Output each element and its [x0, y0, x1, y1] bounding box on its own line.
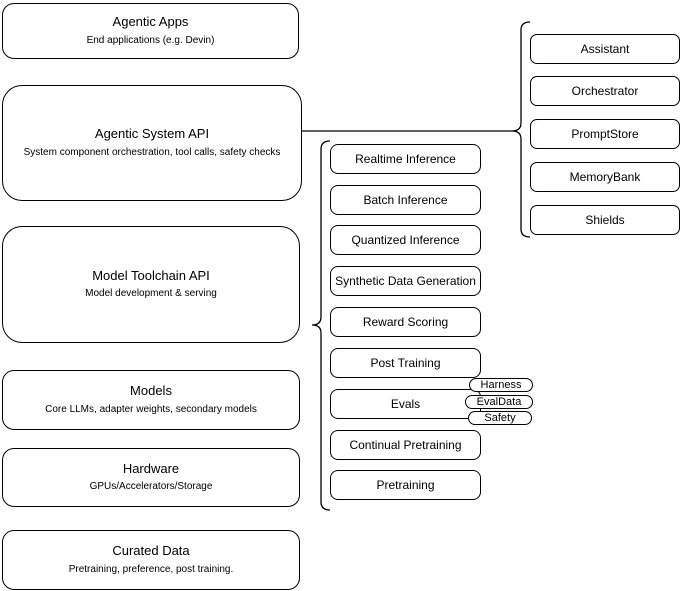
node-subtitle: System component orchestration, tool cal… [23, 146, 281, 158]
node-evals: Evals [330, 389, 481, 419]
node-subtitle: Model development & serving [85, 288, 217, 300]
node-assistant: Assistant [530, 34, 680, 64]
node-models: Models Core LLMs, adapter weights, secon… [2, 370, 300, 430]
node-title: Models [130, 383, 172, 399]
node-title: Model Toolchain API [92, 267, 210, 283]
node-curated-data: Curated Data Pretraining, preference, po… [2, 530, 300, 590]
system-group-brace [511, 21, 531, 238]
node-subtitle: Pretraining, preference, post training. [68, 563, 234, 575]
node-hardware: Hardware GPUs/Accelerators/Storage [2, 448, 300, 507]
node-realtime-inference: Realtime Inference [330, 144, 481, 174]
node-memorybank: MemoryBank [530, 162, 680, 192]
node-agentic-apps: Agentic Apps End applications (e.g. Devi… [2, 3, 299, 59]
node-title: Agentic System API [94, 126, 210, 142]
node-model-toolchain-api: Model Toolchain API Model development & … [2, 226, 300, 343]
node-title: Agentic Apps [112, 14, 189, 30]
node-title: Hardware [122, 460, 180, 476]
node-shields: Shields [530, 205, 680, 235]
node-subtitle: End applications (e.g. Devin) [86, 34, 215, 46]
node-quantized-inference: Quantized Inference [330, 225, 481, 255]
node-pretraining: Pretraining [330, 470, 481, 500]
node-synthetic-data-generation: Synthetic Data Generation [330, 266, 481, 296]
node-continual-pretraining: Continual Pretraining [330, 430, 481, 460]
node-orchestrator: Orchestrator [530, 76, 680, 106]
badge-harness: Harness [469, 378, 533, 392]
node-title: Curated Data [112, 543, 190, 559]
node-subtitle: Core LLMs, adapter weights, secondary mo… [45, 403, 257, 415]
badge-safety: Safety [468, 411, 532, 425]
node-batch-inference: Batch Inference [330, 185, 481, 215]
node-agentic-system-api: Agentic System API System component orch… [2, 85, 302, 201]
badge-evaldata: EvalData [465, 395, 533, 409]
node-subtitle: GPUs/Accelerators/Storage [89, 481, 213, 493]
toolchain-group-brace [311, 140, 331, 511]
node-reward-scoring: Reward Scoring [330, 307, 481, 337]
node-post-training: Post Training [330, 348, 481, 378]
node-promptstore: PromptStore [530, 119, 680, 149]
